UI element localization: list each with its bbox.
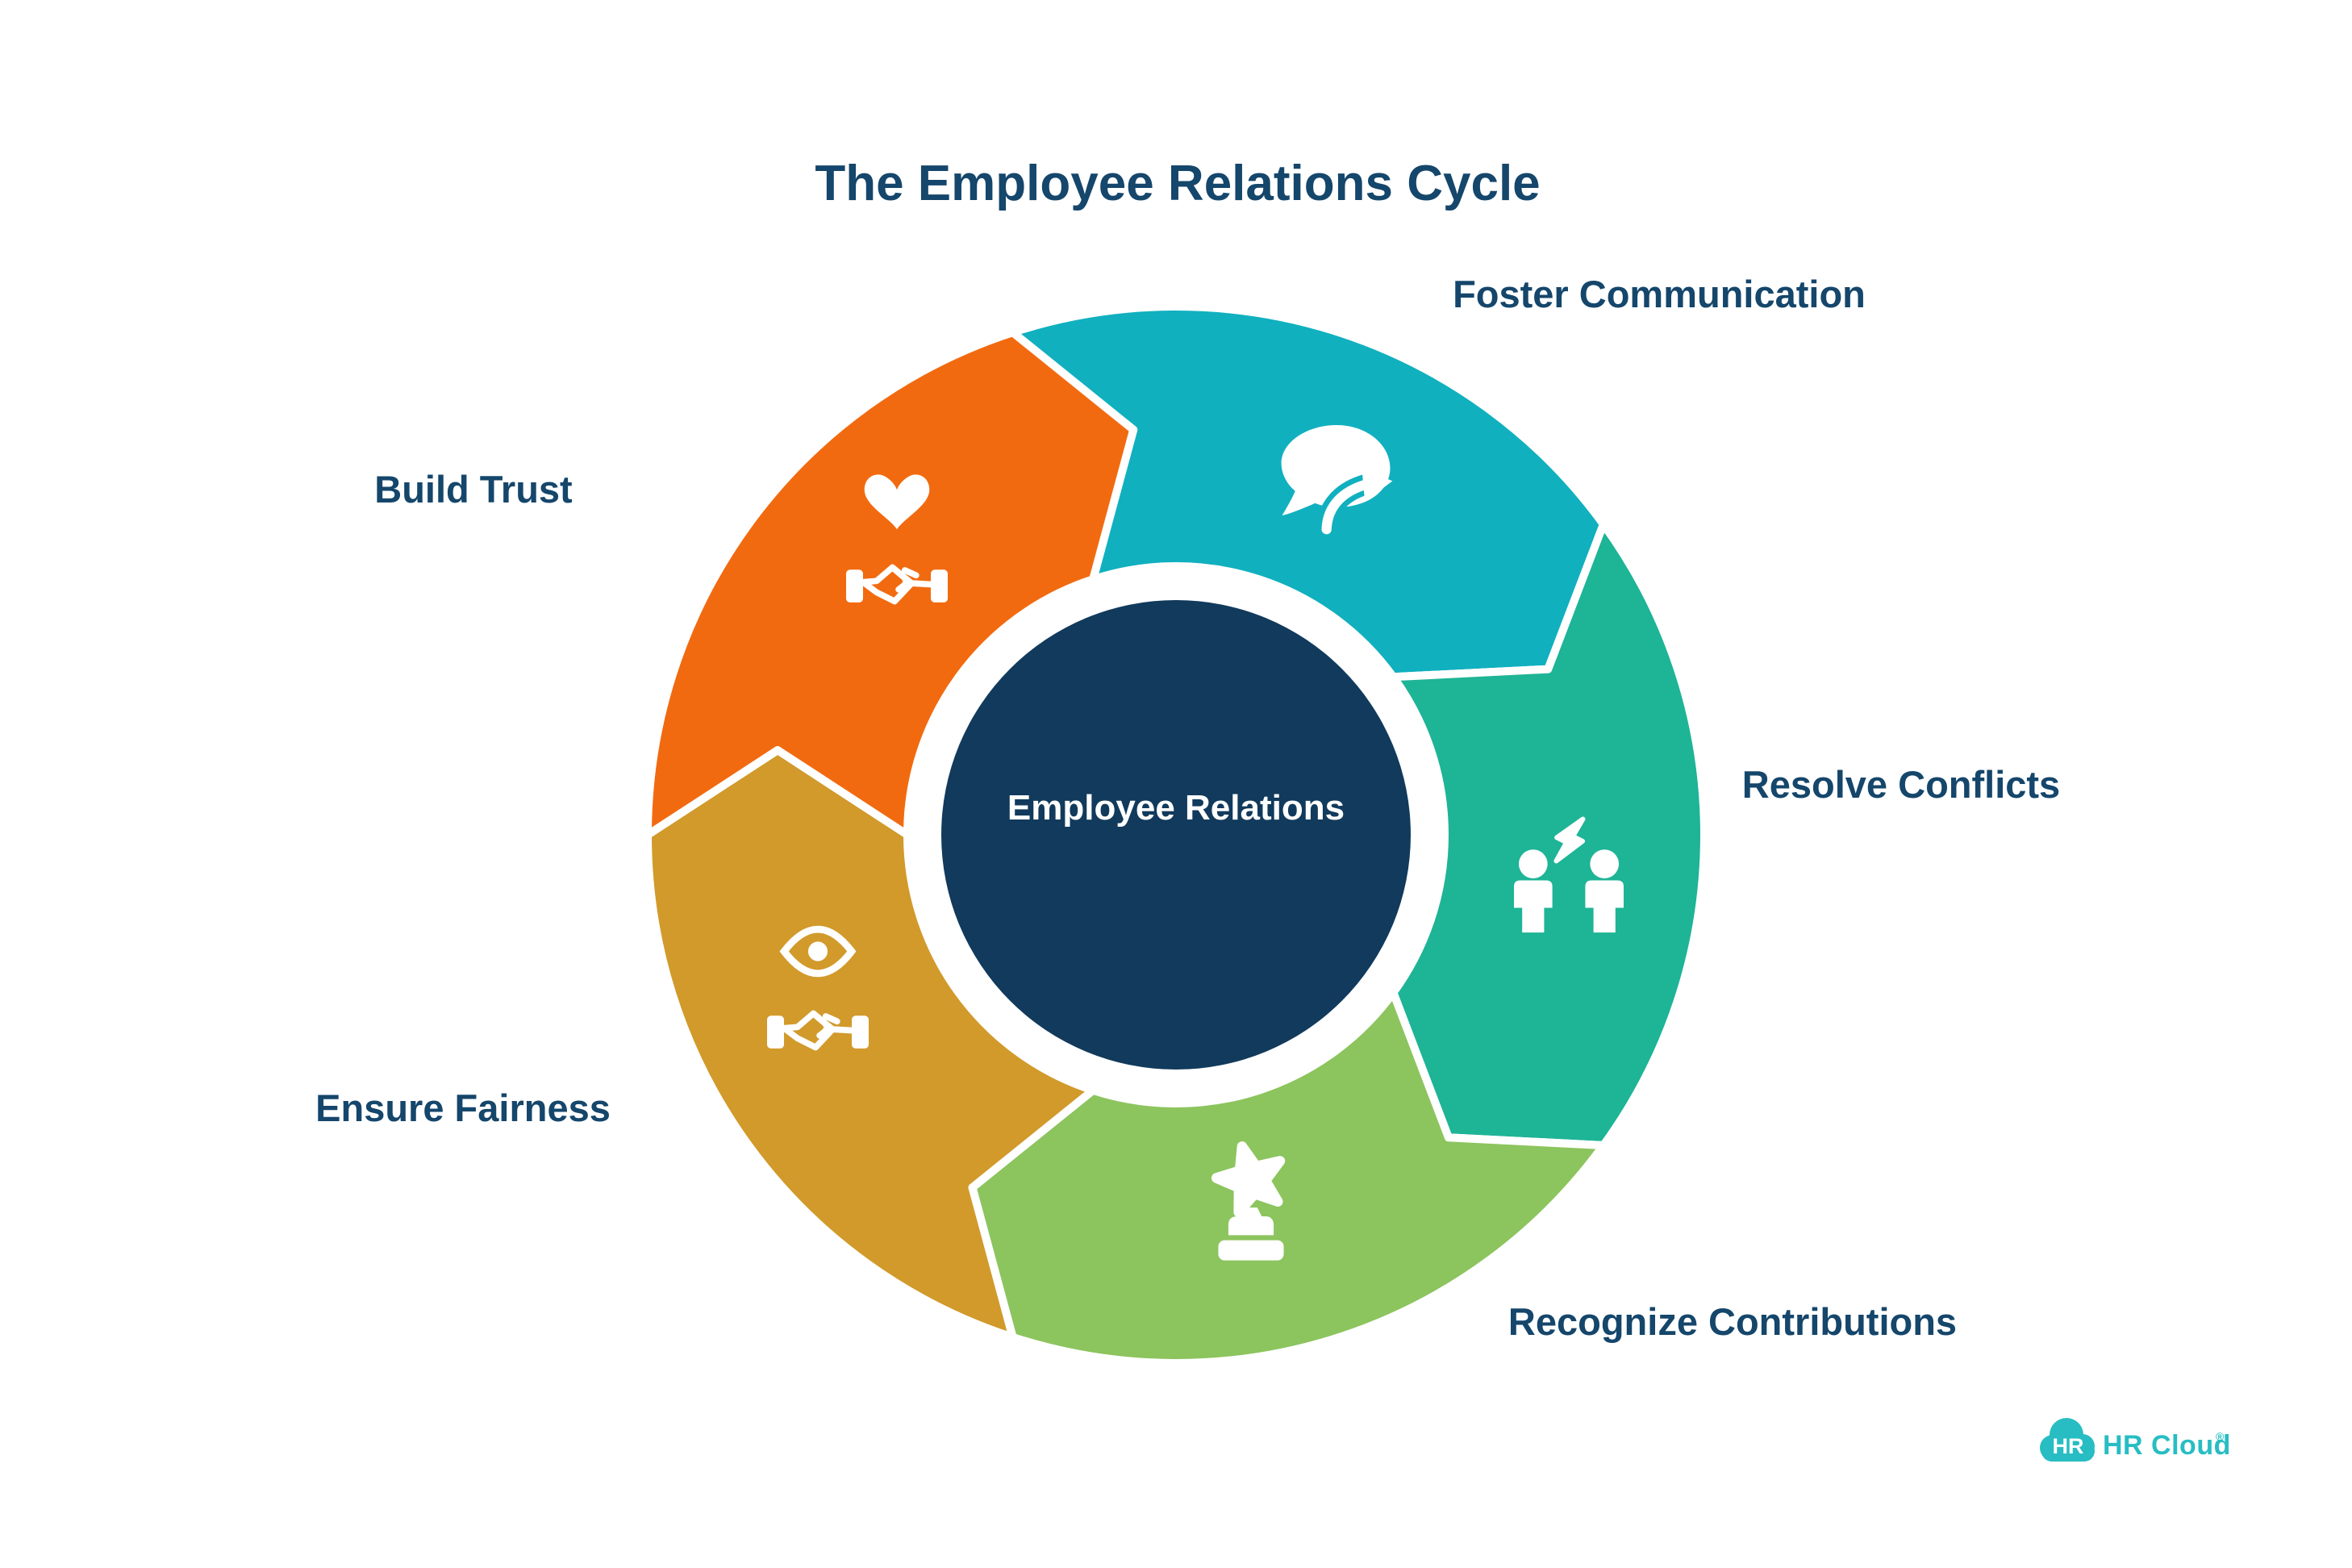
- people-conflict-lightning-icon: [1514, 816, 1624, 933]
- star-trophy-icon: [1211, 1141, 1286, 1261]
- logo-registered-mark: ®: [2216, 1430, 2225, 1443]
- segment-recognize-contributions: [968, 988, 1608, 1367]
- cloud-icon: [2040, 1418, 2095, 1462]
- label-resolve-conflicts: Resolve Conflicts: [1742, 763, 2060, 806]
- center-label: Employee Relations: [1007, 788, 1345, 828]
- segment-ensure-fairness: [644, 746, 1098, 1341]
- label-foster-communication: Foster Communication: [1453, 273, 1866, 315]
- label-recognize-contributions: Recognize Contributions: [1508, 1300, 1957, 1343]
- label-build-trust: Build Trust: [374, 468, 573, 511]
- logo-badge-text: HR: [2053, 1434, 2084, 1458]
- segment-build-trust: [644, 328, 1138, 839]
- logo-brand-text: HR Cloud: [2103, 1430, 2231, 1461]
- label-ensure-fairness: Ensure Fairness: [315, 1086, 611, 1129]
- center-circle: [941, 600, 1411, 1070]
- eye-handshake-icon: [767, 925, 869, 1049]
- hr-cloud-logo: HR HR Cloud ®: [2040, 1418, 2231, 1462]
- heart-handshake-icon: [846, 474, 948, 602]
- speech-bubble-share-icon: [1281, 425, 1393, 540]
- diagram-title: The Employee Relations Cycle: [815, 156, 1540, 211]
- segment-resolve-conflicts: [1389, 520, 1708, 1149]
